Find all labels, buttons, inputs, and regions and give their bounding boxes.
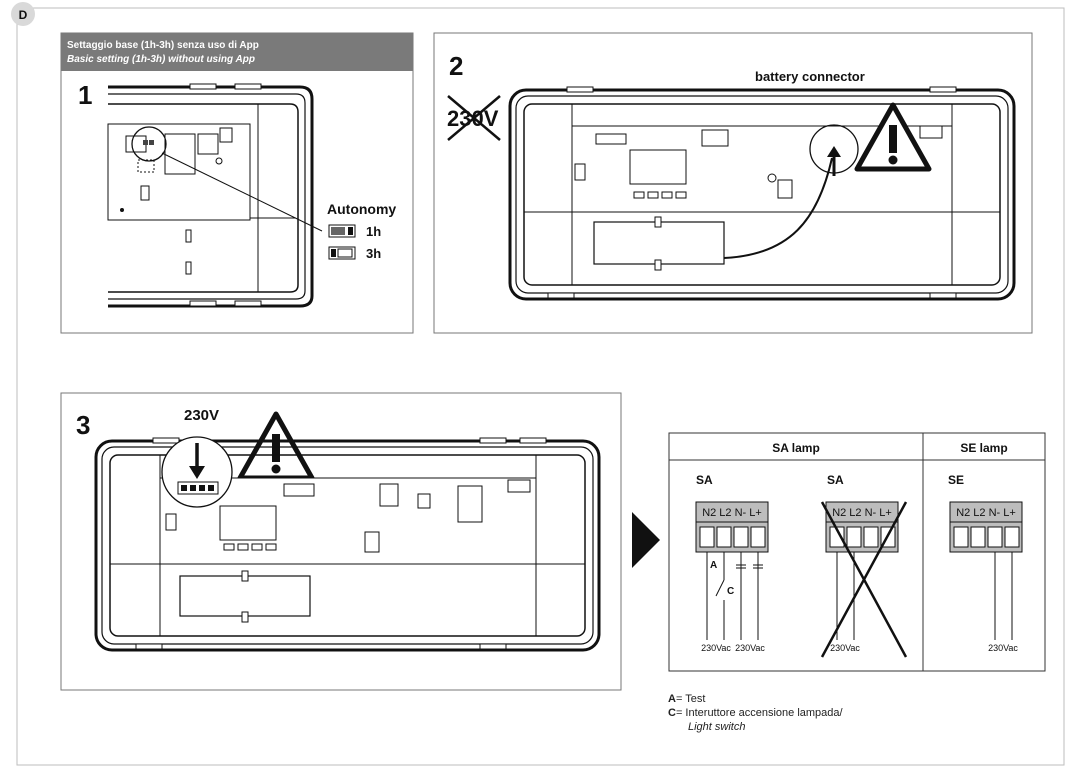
autonomy-title: Autonomy xyxy=(327,201,396,217)
arrow-down-icon xyxy=(189,466,205,479)
wiring-table: SA lamp SE lamp SA SA SE N2 L2 N- L+ A C xyxy=(668,432,1046,672)
terminal-block-se: N2 L2 N- L+ xyxy=(949,501,1023,640)
panel-3: 3 230V xyxy=(60,392,622,691)
banner-italian: Settaggio base (1h-3h) senza uso di App xyxy=(67,40,259,51)
vac-label-se: 230Vac xyxy=(988,643,1018,653)
banner-english: Basic setting (1h-3h) without using App xyxy=(67,54,255,65)
column-title-sa-2: SA xyxy=(827,473,844,487)
voltage-label: 230V xyxy=(184,407,219,424)
panel-2: 2 230V battery connector xyxy=(433,32,1033,334)
section-letter: D xyxy=(19,8,28,22)
panel-1: Settaggio base (1h-3h) senza uso di App … xyxy=(60,32,414,334)
step-number-3: 3 xyxy=(76,410,90,440)
option-1h: 1h xyxy=(366,224,381,239)
legend-item-c: C= Interuttore accensione lampada/ xyxy=(668,707,843,719)
header-sa-lamp: SA lamp xyxy=(772,441,820,455)
step-number-1: 1 xyxy=(78,80,92,110)
battery-connector-label: battery connector xyxy=(755,69,865,84)
option-3h: 3h xyxy=(366,246,381,261)
vac-label-sa-2: 230Vac xyxy=(830,643,860,653)
svg-text:N2 L2 N- L+: N2 L2 N- L+ xyxy=(956,507,1016,519)
svg-text:N2 L2 N- L+: N2 L2 N- L+ xyxy=(832,507,892,519)
label-c: C xyxy=(727,586,734,597)
next-step-arrow-icon xyxy=(632,512,660,568)
vac-label-sa-1b: 230Vac xyxy=(735,643,765,653)
label-a: A xyxy=(710,560,717,571)
step-number-2: 2 xyxy=(449,51,463,81)
panel-1-banner xyxy=(61,33,413,71)
battery-cable xyxy=(723,157,833,259)
header-se-lamp: SE lamp xyxy=(960,441,1007,455)
terminal-block-sa-1: N2 L2 N- L+ xyxy=(695,501,769,640)
column-title-se: SE xyxy=(948,473,964,487)
legend: A= Test C= Interuttore accensione lampad… xyxy=(668,692,843,734)
svg-text:N2 L2 N- L+: N2 L2 N- L+ xyxy=(702,507,762,519)
legend-item-c-english: Light switch xyxy=(688,721,746,733)
jumper-1h-icon xyxy=(328,224,356,238)
outer-frame xyxy=(16,7,1065,766)
legend-item-a: A= Test xyxy=(668,693,706,705)
jumper-3h-icon xyxy=(328,246,356,260)
section-badge xyxy=(11,2,35,26)
vac-label-sa-1a: 230Vac xyxy=(701,643,731,653)
column-title-sa-1: SA xyxy=(696,473,713,487)
